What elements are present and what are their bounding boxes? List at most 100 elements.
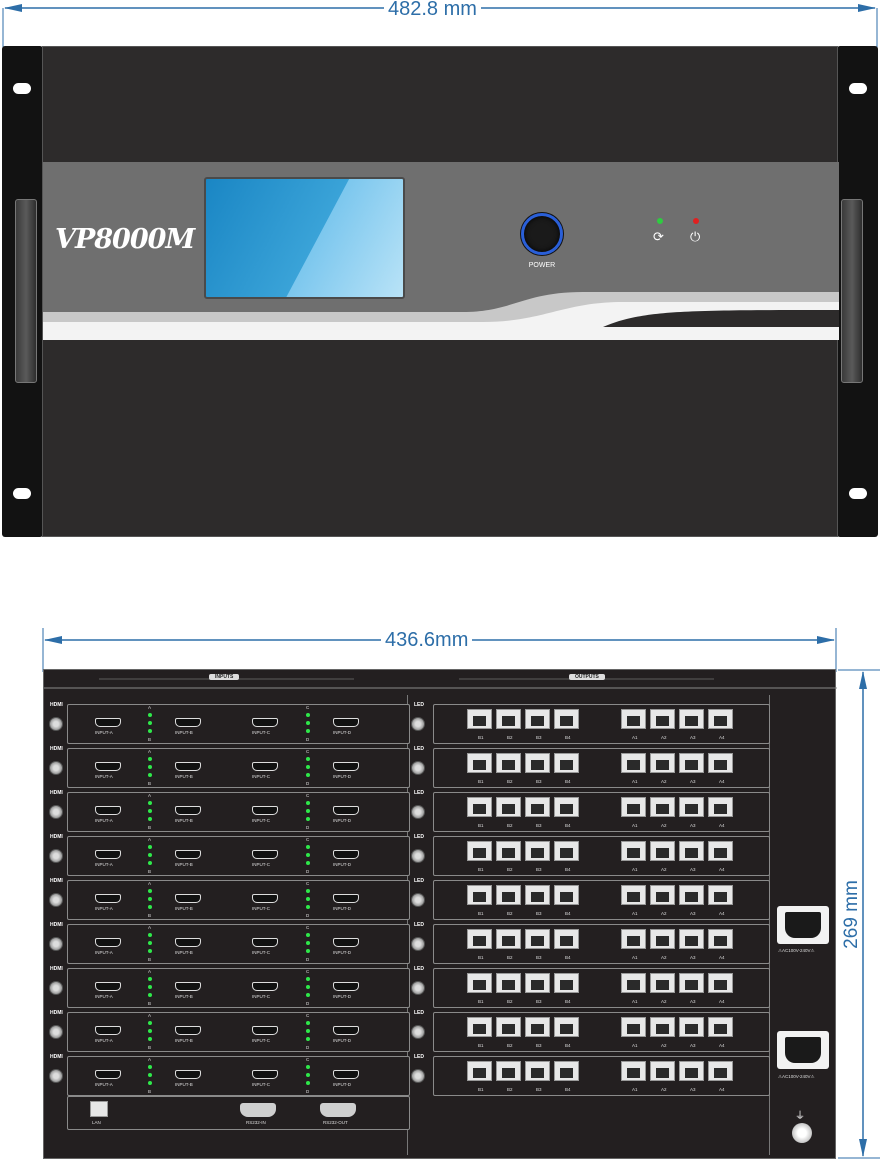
rj45-port[interactable]	[496, 753, 521, 773]
rj45-port[interactable]	[496, 1061, 521, 1081]
hdmi-port[interactable]	[95, 762, 121, 771]
rj45-port[interactable]	[467, 709, 492, 729]
power-inlet-1[interactable]	[777, 906, 829, 944]
hdmi-port[interactable]	[175, 1026, 201, 1035]
rj45-port[interactable]	[467, 797, 492, 817]
rj45-port[interactable]	[467, 885, 492, 905]
hdmi-port[interactable]	[95, 806, 121, 815]
rj45-port[interactable]	[621, 973, 646, 993]
rj45-port[interactable]	[525, 1017, 550, 1037]
hdmi-port[interactable]	[252, 894, 278, 903]
rj45-port[interactable]	[467, 973, 492, 993]
rs232-out-port[interactable]	[320, 1103, 356, 1117]
hdmi-port[interactable]	[95, 718, 121, 727]
hdmi-port[interactable]	[252, 806, 278, 815]
rj45-port[interactable]	[525, 973, 550, 993]
rj45-port[interactable]	[496, 841, 521, 861]
hdmi-port[interactable]	[333, 762, 359, 771]
hdmi-port[interactable]	[95, 1026, 121, 1035]
rj45-port[interactable]	[554, 929, 579, 949]
rj45-port[interactable]	[650, 1017, 675, 1037]
rj45-port[interactable]	[708, 1017, 733, 1037]
rj45-port[interactable]	[525, 709, 550, 729]
hdmi-port[interactable]	[333, 1026, 359, 1035]
rj45-port[interactable]	[621, 709, 646, 729]
rs232-in-port[interactable]	[240, 1103, 276, 1117]
rj45-port[interactable]	[679, 929, 704, 949]
rj45-port[interactable]	[554, 973, 579, 993]
hdmi-port[interactable]	[252, 1070, 278, 1079]
hdmi-port[interactable]	[95, 1070, 121, 1079]
hdmi-port[interactable]	[333, 1070, 359, 1079]
hdmi-port[interactable]	[333, 718, 359, 727]
rj45-port[interactable]	[621, 1017, 646, 1037]
hdmi-port[interactable]	[175, 850, 201, 859]
rj45-port[interactable]	[621, 797, 646, 817]
hdmi-port[interactable]	[175, 982, 201, 991]
rj45-port[interactable]	[650, 797, 675, 817]
rj45-port[interactable]	[496, 1017, 521, 1037]
rj45-port[interactable]	[554, 753, 579, 773]
power-button[interactable]	[521, 213, 563, 255]
rj45-port[interactable]	[525, 885, 550, 905]
rj45-port[interactable]	[708, 973, 733, 993]
hdmi-port[interactable]	[252, 762, 278, 771]
rj45-port[interactable]	[525, 753, 550, 773]
lan-port[interactable]	[90, 1101, 108, 1117]
rj45-port[interactable]	[708, 797, 733, 817]
rj45-port[interactable]	[496, 973, 521, 993]
rj45-port[interactable]	[679, 841, 704, 861]
rj45-port[interactable]	[679, 753, 704, 773]
hdmi-port[interactable]	[175, 1070, 201, 1079]
rj45-port[interactable]	[496, 929, 521, 949]
rj45-port[interactable]	[679, 1061, 704, 1081]
hdmi-port[interactable]	[252, 1026, 278, 1035]
hdmi-port[interactable]	[252, 850, 278, 859]
rj45-port[interactable]	[525, 1061, 550, 1081]
hdmi-port[interactable]	[333, 806, 359, 815]
hdmi-port[interactable]	[333, 850, 359, 859]
hdmi-port[interactable]	[95, 938, 121, 947]
hdmi-port[interactable]	[252, 938, 278, 947]
hdmi-port[interactable]	[175, 718, 201, 727]
rj45-port[interactable]	[554, 797, 579, 817]
rj45-port[interactable]	[554, 885, 579, 905]
rj45-port[interactable]	[679, 885, 704, 905]
rj45-port[interactable]	[525, 929, 550, 949]
rj45-port[interactable]	[496, 797, 521, 817]
rj45-port[interactable]	[496, 709, 521, 729]
rj45-port[interactable]	[650, 841, 675, 861]
hdmi-port[interactable]	[175, 806, 201, 815]
rj45-port[interactable]	[621, 929, 646, 949]
rj45-port[interactable]	[554, 709, 579, 729]
rj45-port[interactable]	[708, 841, 733, 861]
hdmi-port[interactable]	[175, 894, 201, 903]
rj45-port[interactable]	[650, 1061, 675, 1081]
rj45-port[interactable]	[467, 929, 492, 949]
rj45-port[interactable]	[621, 885, 646, 905]
hdmi-port[interactable]	[95, 850, 121, 859]
hdmi-port[interactable]	[333, 894, 359, 903]
rj45-port[interactable]	[554, 1017, 579, 1037]
rj45-port[interactable]	[621, 753, 646, 773]
lcd-touchscreen[interactable]	[204, 177, 405, 299]
rj45-port[interactable]	[708, 929, 733, 949]
rj45-port[interactable]	[708, 753, 733, 773]
rj45-port[interactable]	[621, 841, 646, 861]
rj45-port[interactable]	[679, 797, 704, 817]
hdmi-port[interactable]	[175, 938, 201, 947]
hdmi-port[interactable]	[333, 982, 359, 991]
rj45-port[interactable]	[554, 1061, 579, 1081]
rj45-port[interactable]	[679, 709, 704, 729]
rj45-port[interactable]	[650, 973, 675, 993]
rj45-port[interactable]	[467, 753, 492, 773]
hdmi-port[interactable]	[252, 982, 278, 991]
rj45-port[interactable]	[708, 1061, 733, 1081]
rj45-port[interactable]	[621, 1061, 646, 1081]
rj45-port[interactable]	[650, 929, 675, 949]
hdmi-port[interactable]	[175, 762, 201, 771]
hdmi-port[interactable]	[252, 718, 278, 727]
ground-terminal[interactable]	[792, 1123, 812, 1143]
rj45-port[interactable]	[708, 885, 733, 905]
rj45-port[interactable]	[650, 753, 675, 773]
